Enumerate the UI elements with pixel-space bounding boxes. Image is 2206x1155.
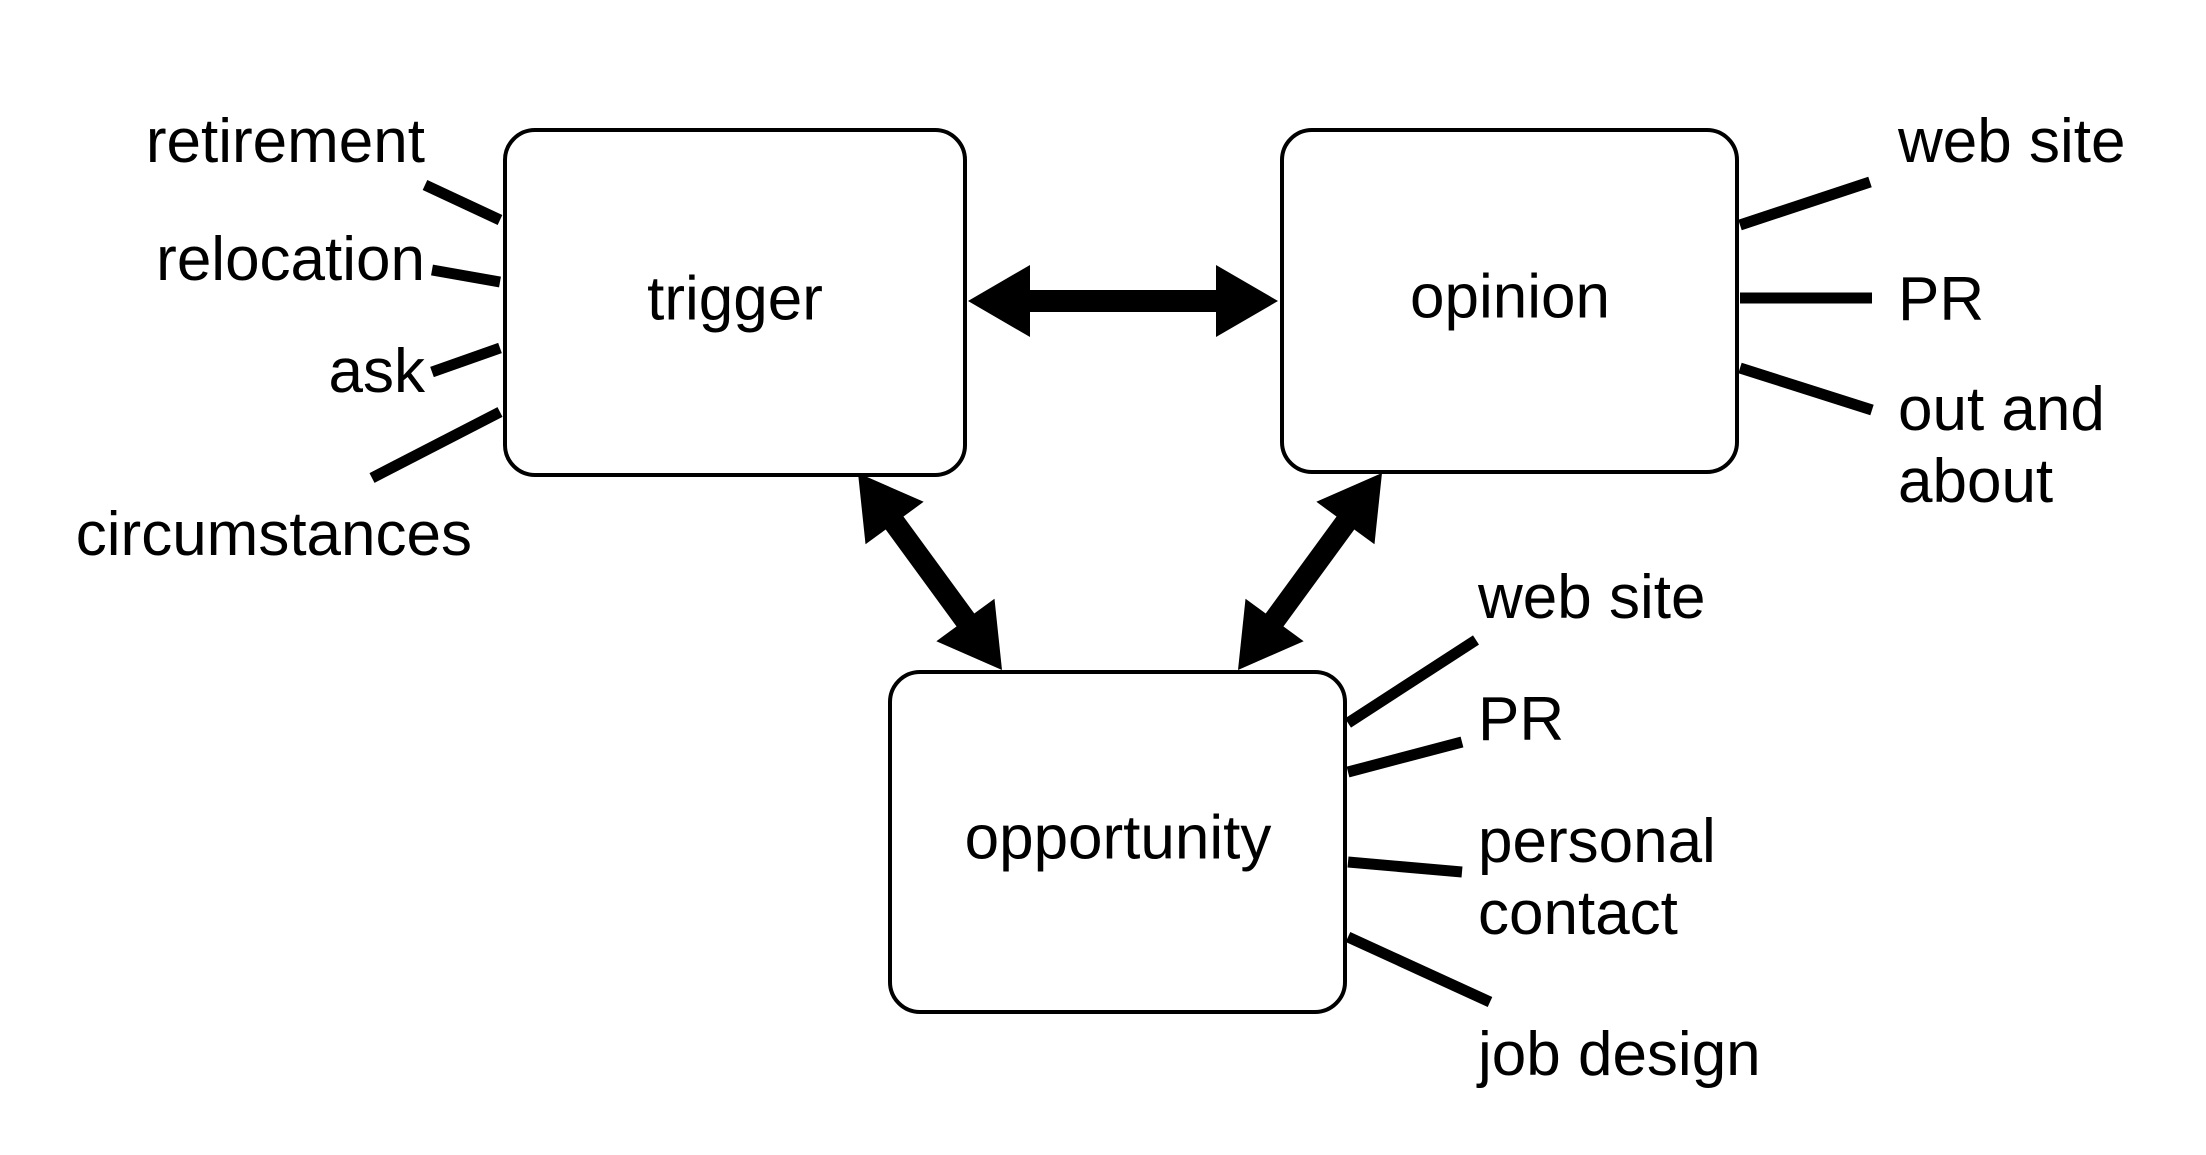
connector-opportunity-outputs-1 bbox=[1346, 736, 1464, 778]
leaf-label-trigger-inputs-2[interactable]: ask bbox=[329, 337, 426, 406]
arrow-head bbox=[1316, 473, 1382, 545]
node-opportunity[interactable]: opportunity bbox=[888, 670, 1347, 1014]
connector-trigger-inputs-2 bbox=[430, 342, 502, 378]
connectors-opinion-outputs bbox=[1738, 176, 1874, 416]
arrow-head bbox=[968, 265, 1030, 337]
arrow-opinion-opportunity bbox=[1238, 473, 1382, 670]
node-label-opinion: opinion bbox=[1410, 262, 1610, 331]
connector-opportunity-outputs-2 bbox=[1347, 856, 1463, 878]
connectors-trigger-inputs bbox=[369, 180, 503, 483]
node-label-opportunity: opportunity bbox=[965, 803, 1272, 872]
node-trigger[interactable]: trigger bbox=[503, 128, 967, 477]
arrow-head bbox=[858, 473, 924, 545]
connector-opportunity-outputs-0 bbox=[1345, 635, 1479, 728]
arrow-head bbox=[1238, 598, 1304, 670]
leaf-label-opportunity-outputs-3[interactable]: job design bbox=[1476, 1020, 1761, 1089]
leaf-label-opinion-outputs-0[interactable]: web site bbox=[1897, 107, 2125, 176]
leaf-label-trigger-inputs-1[interactable]: relocation bbox=[156, 225, 425, 294]
leaf-label-opportunity-outputs-0[interactable]: web site bbox=[1477, 563, 1705, 632]
arrow-head bbox=[936, 598, 1002, 670]
node-box-opportunity bbox=[888, 670, 1347, 1014]
connector-trigger-inputs-1 bbox=[431, 264, 501, 288]
connector-opinion-outputs-2 bbox=[1738, 362, 1874, 416]
connector-opinion-outputs-0 bbox=[1738, 176, 1872, 231]
node-opinion[interactable]: opinion bbox=[1280, 128, 1739, 474]
connector-opportunity-outputs-3 bbox=[1345, 931, 1493, 1008]
connectors-opportunity-outputs bbox=[1345, 635, 1493, 1008]
node-box-opinion bbox=[1280, 128, 1739, 474]
arrow-shaft bbox=[876, 504, 984, 639]
node-box-trigger bbox=[503, 128, 967, 477]
connector-trigger-inputs-0 bbox=[422, 180, 503, 225]
node-boxes-group: trigger opinion opportunity bbox=[503, 128, 1739, 1014]
arrow-shaft bbox=[1256, 504, 1364, 639]
node-label-trigger: trigger bbox=[647, 264, 823, 333]
connector-trigger-inputs-3 bbox=[369, 407, 503, 483]
flow-arrows-group bbox=[858, 265, 1382, 670]
arrow-trigger-opportunity bbox=[858, 473, 1002, 670]
labels-trigger-inputs: retirement relocation ask circumstances bbox=[76, 107, 472, 569]
leaf-label-opinion-outputs-1[interactable]: PR bbox=[1898, 265, 1984, 334]
leaf-label-opportunity-outputs-1[interactable]: PR bbox=[1478, 685, 1564, 754]
arrow-trigger-opinion bbox=[968, 265, 1278, 337]
connector-lines-group bbox=[369, 176, 1874, 1008]
leaf-label-trigger-inputs-3[interactable]: circumstances bbox=[76, 500, 472, 569]
leaf-label-trigger-inputs-0[interactable]: retirement bbox=[146, 107, 425, 176]
leaf-labels-group: retirement relocation ask circumstances web … bbox=[76, 107, 2126, 1089]
arrow-head bbox=[1216, 265, 1278, 337]
